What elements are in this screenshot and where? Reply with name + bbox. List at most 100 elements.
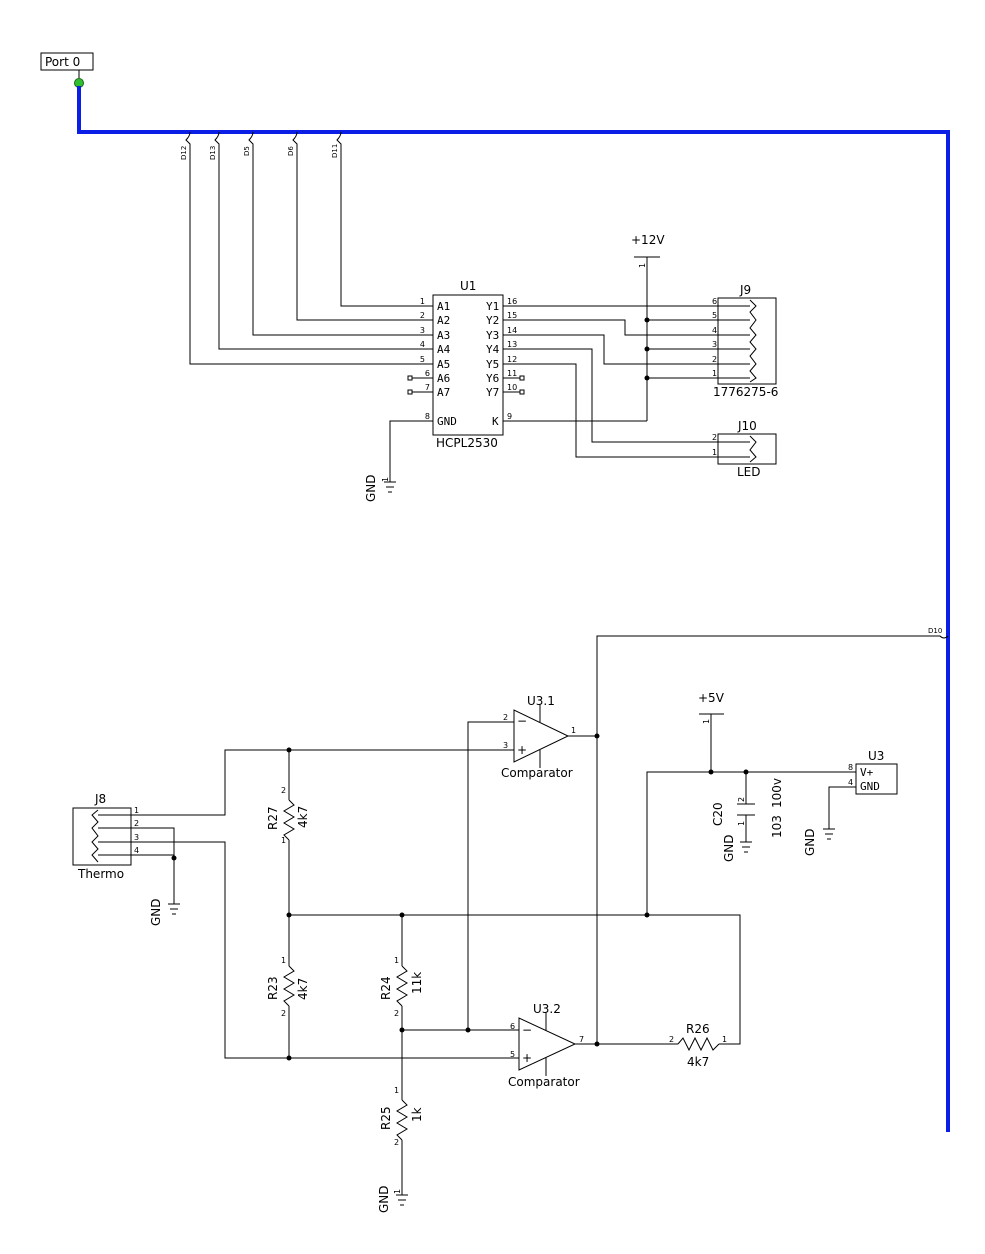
u1-name-y6: Y6 — [486, 372, 499, 385]
net-d10: D10 — [928, 627, 942, 635]
c20-rating: 100v — [770, 778, 784, 808]
middle-rail — [286, 771, 850, 1045]
u1-pin-13: 13 — [507, 340, 517, 349]
r27-ref: R27 — [266, 806, 280, 830]
u1-pin-6: 6 — [425, 369, 430, 378]
p12-pin: 1 — [638, 263, 647, 268]
u1-pin-15: 15 — [507, 311, 517, 320]
u1-value: HCPL2530 — [436, 436, 498, 450]
r26-resistor: R26 4k7 2 1 — [597, 1022, 727, 1069]
c20-capacitor: C20 103 100v 2 1 GND — [711, 772, 784, 862]
u1-pin-2: 2 — [420, 311, 425, 320]
j9-ref: J9 — [739, 283, 751, 297]
r27-resistor: R27 4k7 2 1 — [266, 747, 310, 915]
u1-pin-14: 14 — [507, 326, 517, 335]
u3-2-minus: − — [522, 1023, 532, 1037]
u3-2-value: Comparator — [508, 1075, 580, 1089]
u1-gnd-label: GND — [364, 474, 378, 502]
j10-pin-1: 1 — [712, 448, 717, 457]
u1-name-a5: A5 — [437, 358, 450, 371]
p5-label: +5V — [698, 691, 725, 705]
u3-1-pin-2: 2 — [503, 713, 508, 722]
r23-value: 4k7 — [296, 978, 310, 1000]
u3-1-pin-1: 1 — [571, 726, 576, 735]
u3-gnd: GND — [860, 780, 880, 793]
u3-1-comparator: U3.1 Comparator − + 2 3 1 — [501, 694, 597, 780]
port-0: Port 0 — [40, 52, 94, 88]
u1-pin-8: 8 — [425, 412, 430, 421]
u1-pin-10: 10 — [507, 383, 517, 392]
u3-1-minus: − — [517, 714, 527, 728]
u1-name-k: K — [492, 415, 499, 428]
net-d5: D5 — [243, 146, 251, 156]
u1-name-a1: A1 — [437, 300, 450, 313]
data-bus — [77, 86, 950, 1132]
u3-2-pin-7: 7 — [579, 1035, 584, 1044]
j9-pin-1: 1 — [712, 369, 717, 378]
j8-pin-4: 4 — [134, 846, 139, 855]
u3-power-block: U3 V+ GND 8 4 GND — [803, 749, 898, 856]
u3-1-pin-3: 3 — [503, 741, 508, 750]
u1-name-a3: A3 — [437, 329, 450, 342]
r24-ref: R24 — [379, 976, 393, 1000]
r26-pin-1: 1 — [722, 1035, 727, 1044]
u1-name-a7: A7 — [437, 386, 450, 399]
r23-pin-1: 1 — [281, 956, 286, 965]
r25-gnd-label: GND — [377, 1185, 391, 1213]
power-5v: +5V 1 — [698, 691, 749, 775]
u3-gnd-label: GND — [803, 828, 817, 856]
r25-value: 1k — [410, 1107, 424, 1122]
u1-name-a6: A6 — [437, 372, 450, 385]
r24-value: 11k — [410, 972, 424, 994]
c20-value: 103 — [770, 815, 784, 838]
r27-value: 4k7 — [296, 806, 310, 828]
r23-ref: R23 — [266, 976, 280, 1000]
u3-pin-8: 8 — [848, 763, 853, 772]
u1-optocoupler: U1 HCPL2530 1 2 3 4 5 6 7 8 A1 A2 A3 A4 … — [407, 279, 525, 450]
net-d12: D12 — [180, 146, 188, 160]
u1-pin-5: 5 — [420, 355, 425, 364]
u3-2-pin-6: 6 — [510, 1022, 515, 1031]
j8-connector: J8 Thermo 1 2 3 4 — [72, 792, 139, 881]
u3-pin-4: 4 — [848, 778, 853, 787]
r25-pin-1: 1 — [394, 1086, 399, 1095]
c20-ref: C20 — [711, 802, 725, 826]
r25-resistor: R25 1k 1 2 GND 1 — [377, 1086, 424, 1213]
j9-pin-6: 6 — [712, 297, 717, 306]
u1-to-j9-wiring — [503, 305, 718, 458]
net-d11: D11 — [331, 144, 339, 158]
u3-1-value: Comparator — [501, 766, 573, 780]
r24-pin-2: 2 — [394, 1009, 399, 1018]
bus-taps-top: D12 D13 D5 D6 D11 — [180, 131, 428, 365]
u1-name-a2: A2 — [437, 314, 450, 327]
u1-pin-16: 16 — [507, 297, 517, 306]
u3-vplus: V+ — [860, 766, 874, 779]
u1-name-y7: Y7 — [486, 386, 499, 399]
u3-1-plus: + — [517, 743, 527, 757]
j10-value: LED — [737, 465, 761, 479]
u1-name-a4: A4 — [437, 343, 451, 356]
net-d6: D6 — [287, 146, 295, 156]
j9-value: 1776275-6 — [713, 385, 778, 399]
j9-pin-2: 2 — [712, 355, 717, 364]
power-12v: +12V 1 — [503, 233, 665, 422]
r27-pin-1: 1 — [281, 836, 286, 845]
u1-name-y5: Y5 — [486, 358, 499, 371]
r26-ref: R26 — [686, 1022, 710, 1036]
r26-pin-2: 2 — [669, 1035, 674, 1044]
u1-pin-12: 12 — [507, 355, 517, 364]
p12-label: +12V — [631, 233, 665, 247]
j8-value: Thermo — [77, 867, 124, 881]
j10-pin-2: 2 — [712, 433, 717, 442]
j8-ref: J8 — [94, 792, 106, 806]
port-label: Port 0 — [45, 55, 80, 69]
u1-name-gnd: GND — [437, 415, 457, 428]
r25-gnd-pin: 1 — [393, 1189, 402, 1194]
r25-pin-2: 2 — [394, 1138, 399, 1147]
r24-pin-1: 1 — [394, 956, 399, 965]
u1-ref: U1 — [460, 279, 476, 293]
j9-connector: J9 1776275-6 6 5 4 3 2 1 — [712, 283, 778, 399]
c20-pin-1: 1 — [737, 821, 746, 826]
r24-resistor: R24 11k 1 2 — [379, 721, 519, 1100]
